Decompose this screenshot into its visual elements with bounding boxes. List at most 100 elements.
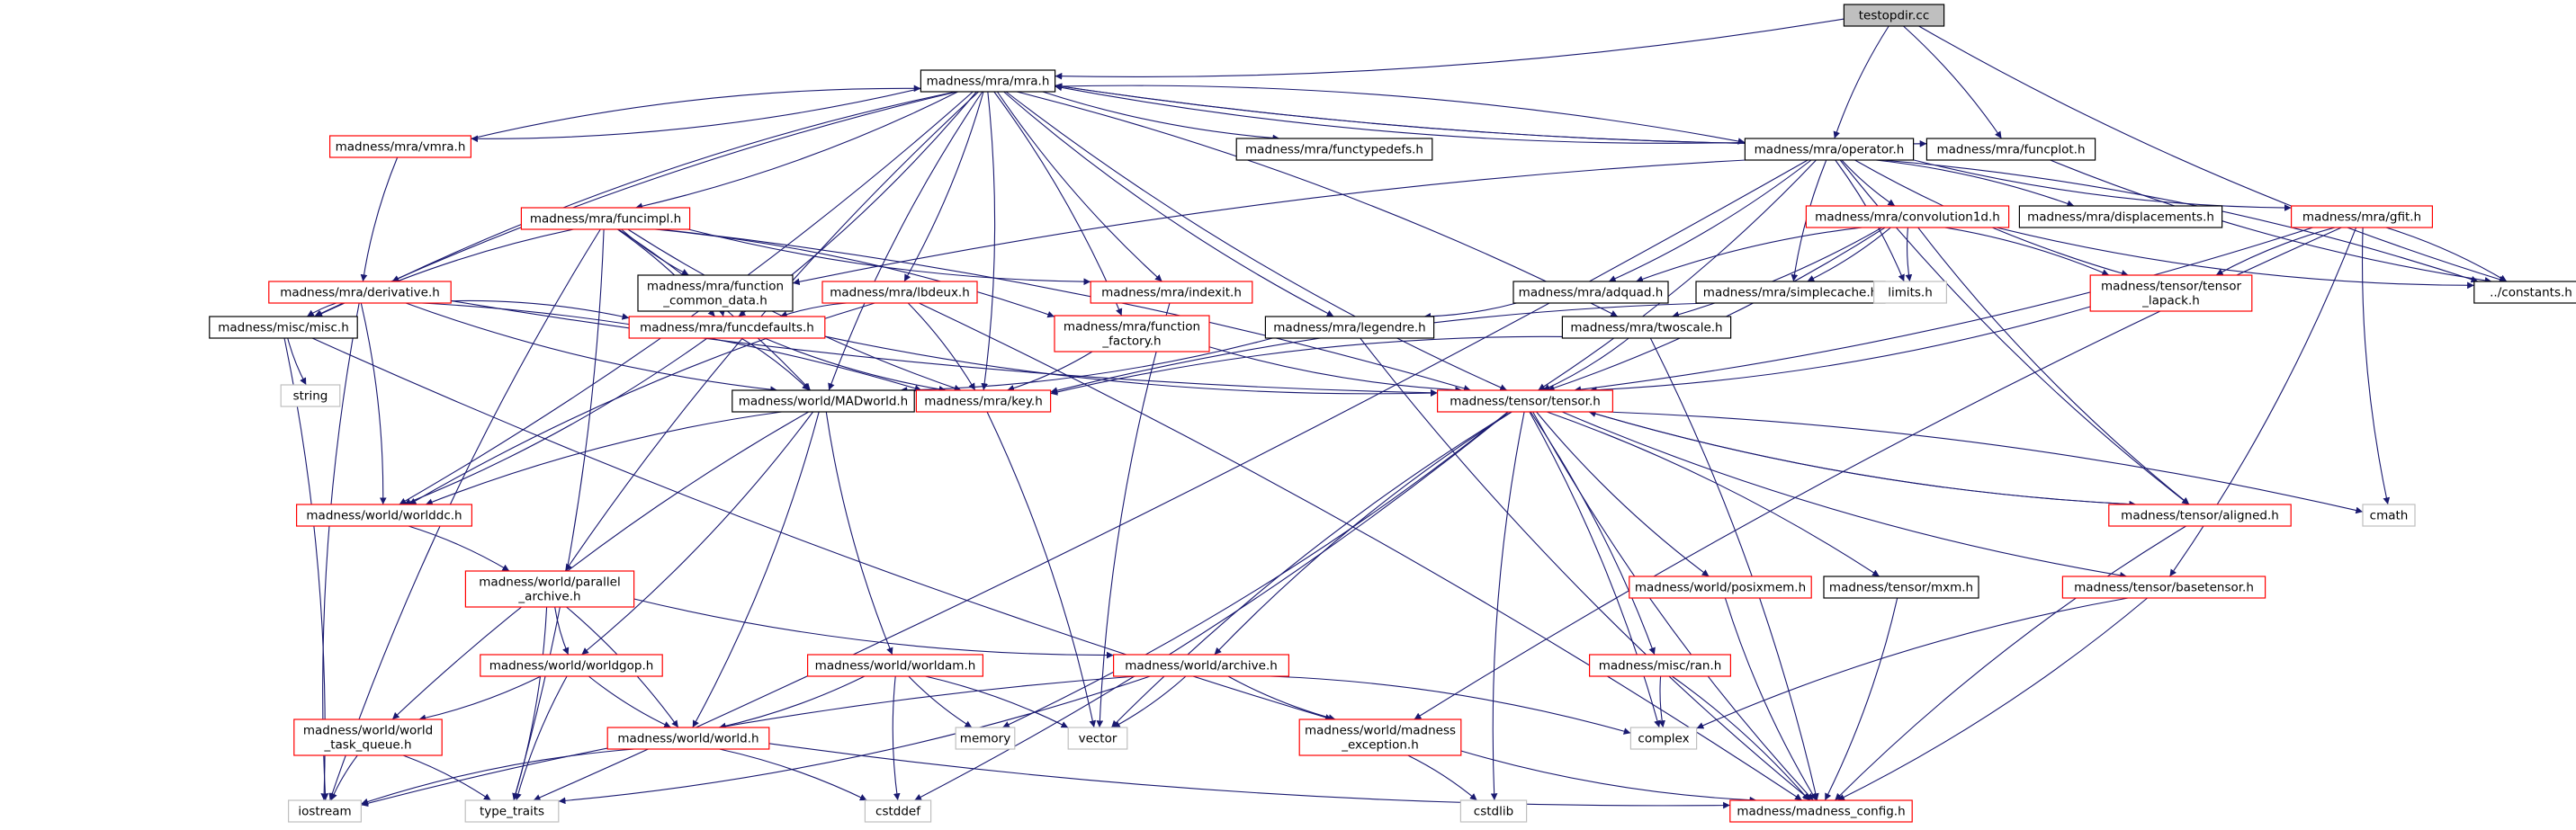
node-parallel_archive[interactable]: madness/world/parallel_archive.h — [464, 570, 635, 608]
edge-gfit-to-tensor_lapack — [2215, 227, 2336, 276]
node-cstddef[interactable]: cstddef — [864, 799, 932, 823]
node-funcdefaults[interactable]: madness/mra/funcdefaults.h — [628, 316, 826, 339]
edge-key-to-vector — [986, 411, 1097, 728]
edge-operator-to-function_common_data — [792, 159, 1746, 286]
node-madness_config[interactable]: madness/madness_config.h — [1729, 799, 1913, 823]
node-misc[interactable]: madness/misc/misc.h — [209, 316, 358, 339]
node-twoscale[interactable]: madness/mra/twoscale.h — [1561, 316, 1732, 339]
edge-gfit-to-cmath — [2361, 227, 2391, 505]
node-box-convolution1d — [1805, 205, 2010, 228]
node-type_traits[interactable]: type_traits — [464, 799, 560, 823]
node-box-displacements — [2018, 205, 2223, 228]
node-posixmem[interactable]: madness/world/posixmem.h — [1629, 576, 1812, 599]
node-cmath[interactable]: cmath — [2362, 504, 2416, 527]
node-key[interactable]: madness/mra/key.h — [915, 389, 1052, 413]
node-box-function_common_data — [637, 274, 794, 312]
node-label-operator: madness/mra/operator.h — [1755, 143, 1905, 157]
node-iostream[interactable]: iostream — [288, 799, 363, 823]
node-label-testopdir: testopdir.cc — [1859, 9, 1930, 23]
node-mxm[interactable]: madness/tensor/mxm.h — [1823, 576, 1979, 599]
edge-indexit-to-vector — [1096, 302, 1171, 728]
edge-worldam-to-vector — [925, 675, 1069, 728]
node-legendre[interactable]: madness/mra/legendre.h — [1264, 316, 1435, 339]
edge-twoscale-to-madness_config — [1649, 337, 1819, 801]
node-testopdir[interactable]: testopdir.cc — [1843, 4, 1945, 27]
node-label-ran: madness/misc/ran.h — [1599, 659, 1722, 674]
node-memory[interactable]: memory — [955, 727, 1016, 750]
node-function_common_data[interactable]: madness/mra/function_common_data.h — [637, 274, 794, 312]
node-tensor[interactable]: madness/tensor/tensor.h — [1436, 389, 1613, 413]
edge-worlddc-to-parallel_archive — [408, 525, 510, 572]
node-label-parallel_archive: madness/world/parallel — [479, 576, 620, 590]
node-lbdeux[interactable]: madness/mra/lbdeux.h — [821, 281, 978, 304]
edge-gfit-to-basetensor — [2168, 227, 2357, 577]
edge-tensor-to-posixmem — [1536, 411, 1710, 577]
edge-function_factory-to-tensor — [1208, 346, 1463, 394]
edge-tensor-to-cstddef — [914, 411, 1510, 801]
edge-funcdefaults-to-madworld — [740, 337, 810, 391]
node-box-gfit — [2291, 205, 2434, 228]
node-box-world — [606, 727, 770, 750]
node-madworld[interactable]: madness/world/MADworld.h — [732, 389, 915, 413]
node-operator[interactable]: madness/mra/operator.h — [1744, 138, 1915, 161]
edge-worldgop-to-world — [588, 675, 671, 728]
node-functypedefs[interactable]: madness/mra/functypedefs.h — [1235, 138, 1433, 161]
node-label-basetensor: madness/tensor/basetensor.h — [2074, 581, 2254, 595]
node-adquad[interactable]: madness/mra/adquad.h — [1512, 281, 1669, 304]
node-label-constants: ../constants.h — [2490, 286, 2572, 300]
node-box-memory — [955, 727, 1016, 750]
node-box-madness_config — [1729, 799, 1913, 823]
node-displacements[interactable]: madness/mra/displacements.h — [2018, 205, 2223, 228]
node-funcplot[interactable]: madness/mra/funcplot.h — [1925, 138, 2096, 161]
edge-madworld-to-worldam — [825, 411, 893, 656]
node-box-cstdlib — [1459, 799, 1528, 823]
edge-testopdir-to-constants — [1918, 25, 2507, 283]
node-box-vector — [1067, 727, 1128, 750]
node-box-posixmem — [1629, 576, 1812, 599]
edge-mra-to-twoscale — [1016, 91, 1619, 317]
node-aligned[interactable]: madness/tensor/aligned.h — [2108, 504, 2292, 527]
node-cstdlib[interactable]: cstdlib — [1459, 799, 1528, 823]
edge-basetensor-to-madness_config — [1837, 597, 2148, 801]
node-simplecache[interactable]: madness/mra/simplecache.h — [1695, 281, 1886, 304]
edge-operator-to-type_traits — [533, 159, 1809, 801]
node-funcimpl[interactable]: madness/mra/funcimpl.h — [520, 207, 691, 230]
node-convolution1d[interactable]: madness/mra/convolution1d.h — [1805, 205, 2010, 228]
node-box-limits — [1873, 281, 1948, 304]
node-constants[interactable]: ../constants.h — [2473, 281, 2576, 304]
node-basetensor[interactable]: madness/tensor/basetensor.h — [2061, 576, 2266, 599]
edge-mra-to-functypedefs — [1042, 91, 1280, 142]
node-box-type_traits — [464, 799, 560, 823]
node-worldgop[interactable]: madness/world/worldgop.h — [480, 654, 663, 677]
node-vector[interactable]: vector — [1067, 727, 1128, 750]
edge-lbdeux-to-madness_config — [919, 302, 1803, 801]
node-indexit[interactable]: madness/mra/indexit.h — [1090, 281, 1253, 304]
node-label-functypedefs: madness/mra/functypedefs.h — [1245, 143, 1423, 157]
node-limits[interactable]: limits.h — [1873, 281, 1948, 304]
node-label-worldam: madness/world/worldam.h — [815, 659, 976, 674]
edge-function_factory-to-key — [1007, 351, 1093, 392]
node-worldam[interactable]: madness/world/worldam.h — [806, 654, 983, 677]
node-world_task_queue[interactable]: madness/world/world_task_queue.h — [293, 718, 443, 756]
node-label-misc: madness/misc/misc.h — [218, 321, 349, 335]
node-madness_exception[interactable]: madness/world/madness_exception.h — [1298, 718, 1462, 756]
node-gfit[interactable]: madness/mra/gfit.h — [2291, 205, 2434, 228]
node-label-derivative: madness/mra/derivative.h — [280, 286, 440, 300]
edge-archive-to-vector — [1112, 675, 1187, 728]
node-tensor_lapack[interactable]: madness/tensor/tensor_lapack.h — [2089, 274, 2253, 312]
node-worlddc[interactable]: madness/world/worlddc.h — [296, 504, 473, 527]
node-label-cmath: cmath — [2370, 509, 2409, 523]
node-derivative[interactable]: madness/mra/derivative.h — [268, 281, 452, 304]
node-archive[interactable]: madness/world/archive.h — [1112, 654, 1289, 677]
node-mra[interactable]: madness/mra/mra.h — [920, 69, 1056, 93]
node-ran[interactable]: madness/misc/ran.h — [1588, 654, 1731, 677]
node-function_factory[interactable]: madness/mra/function_factory.h — [1054, 315, 1210, 353]
node-label-convolution1d: madness/mra/convolution1d.h — [1815, 210, 2000, 225]
edge-convolution1d-to-adquad — [1636, 227, 1862, 282]
node-complex[interactable]: complex — [1629, 727, 1698, 750]
node-string[interactable]: string — [280, 384, 341, 407]
node-vmra[interactable]: madness/mra/vmra.h — [329, 135, 472, 158]
edge-mra-to-misc — [314, 91, 957, 317]
node-world[interactable]: madness/world/world.h — [606, 727, 770, 750]
edge-misc-to-string — [287, 337, 307, 386]
